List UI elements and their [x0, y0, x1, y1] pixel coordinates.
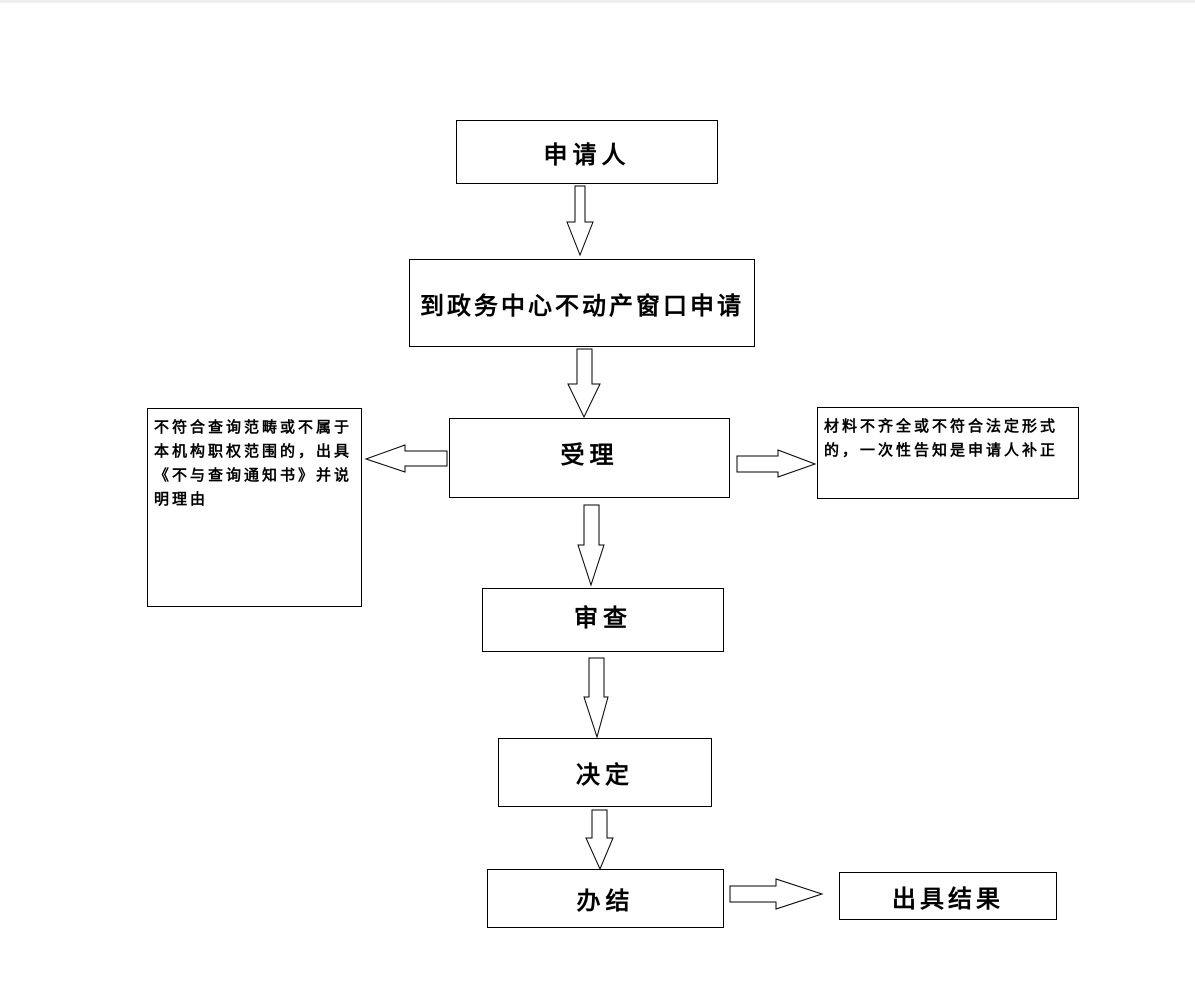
node-supplement-note: 材料不齐全或不符合法定形式的，一次性告知是申请人补正: [817, 407, 1079, 499]
node-applicant: 申请人: [456, 120, 718, 184]
arrow-right-supplement: [736, 449, 817, 478]
node-reject-note: 不符合查询范畴或不属于本机构职权范围的，出具《不与查询通知书》并说明理由: [147, 408, 362, 607]
top-divider: [0, 0, 1195, 3]
node-accept: 受理: [449, 418, 730, 498]
node-review: 审查: [482, 588, 724, 652]
arrow-left-reject: [364, 444, 448, 473]
node-apply-window: 到政务中心不动产窗口申请: [409, 259, 755, 347]
arrow-right-result: [729, 878, 824, 910]
arrow-down-1: [566, 185, 594, 257]
node-result: 出具结果: [839, 872, 1057, 920]
arrow-down-3: [577, 504, 605, 587]
arrow-down-2: [567, 348, 601, 419]
arrow-down-5: [585, 809, 614, 871]
node-decide: 决定: [498, 738, 712, 807]
node-complete: 办结: [487, 869, 724, 928]
arrow-down-4: [583, 657, 609, 739]
